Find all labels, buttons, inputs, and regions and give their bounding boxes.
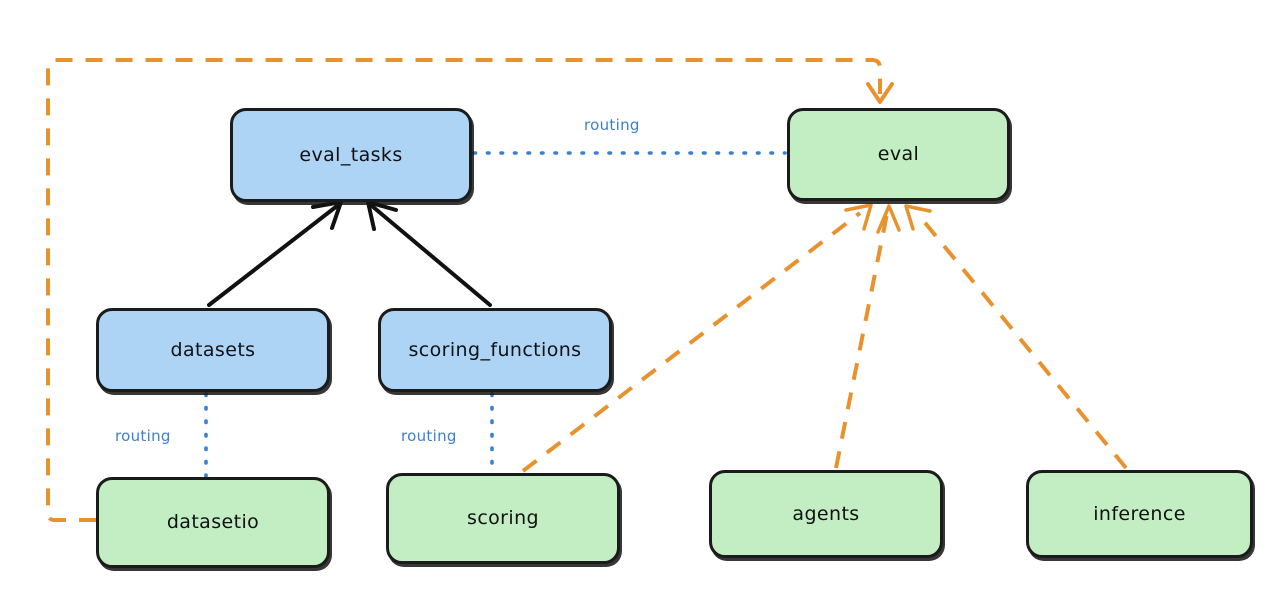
node-datasetio[interactable]: datasetio bbox=[96, 477, 330, 568]
arrowhead-scoring-eval bbox=[844, 203, 873, 231]
node-label: eval_tasks bbox=[299, 143, 403, 166]
edge-label-routing-eval-tasks: routing bbox=[581, 116, 643, 134]
node-label: eval bbox=[877, 143, 920, 166]
node-inference[interactable]: inference bbox=[1026, 470, 1253, 558]
node-label: scoring bbox=[467, 507, 539, 530]
edge-inference-to-eval bbox=[915, 211, 1128, 470]
edge-scoring-to-eval bbox=[521, 211, 862, 473]
arrowhead-datasets-eval-tasks bbox=[311, 200, 343, 230]
arrowhead-agents-eval bbox=[876, 204, 901, 234]
arrowhead-scoring-functions-eval-tasks bbox=[366, 200, 398, 231]
node-scoring-functions[interactable]: scoring_functions bbox=[378, 308, 612, 392]
node-label: scoring_functions bbox=[408, 338, 582, 361]
node-scoring[interactable]: scoring bbox=[386, 473, 620, 564]
node-eval[interactable]: eval bbox=[787, 108, 1010, 201]
edge-label-routing-datasets: routing bbox=[112, 427, 174, 445]
edge-datasetio-to-eval bbox=[46, 58, 882, 522]
edge-label-routing-scoring-functions: routing bbox=[398, 427, 460, 445]
node-datasets[interactable]: datasets bbox=[96, 308, 330, 392]
node-eval-tasks[interactable]: eval_tasks bbox=[230, 108, 472, 202]
node-label: datasets bbox=[170, 338, 256, 361]
node-label: datasetio bbox=[166, 511, 260, 534]
node-label: inference bbox=[1093, 502, 1186, 525]
arrowhead-datasetio-eval bbox=[866, 82, 894, 104]
node-label: agents bbox=[792, 502, 860, 525]
edge-scoring-functions-to-eval-tasks bbox=[370, 204, 492, 307]
arrowhead-inference-eval bbox=[904, 204, 932, 231]
node-agents[interactable]: agents bbox=[709, 470, 943, 558]
edge-agents-to-eval bbox=[834, 213, 889, 469]
edge-datasets-to-eval-tasks bbox=[207, 204, 339, 307]
